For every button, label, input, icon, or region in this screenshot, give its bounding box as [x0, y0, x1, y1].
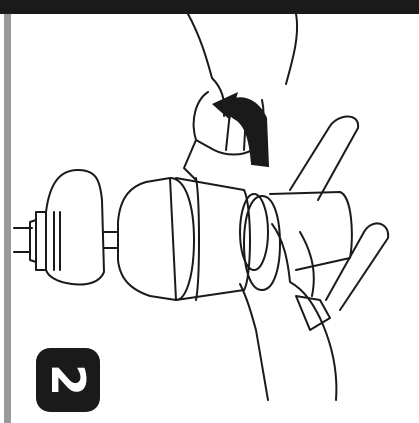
- handle-fins: [290, 117, 388, 331]
- end-cap: [30, 170, 104, 285]
- step-number: 2: [45, 364, 91, 396]
- mesh-filter: [118, 178, 194, 300]
- main-body: [176, 178, 352, 300]
- connector: [104, 232, 118, 248]
- lower-hand: [240, 224, 336, 400]
- left-frame: [4, 14, 11, 423]
- top-rule: [0, 0, 419, 14]
- step-badge: 2: [36, 348, 100, 412]
- upper-hand: [184, 14, 297, 180]
